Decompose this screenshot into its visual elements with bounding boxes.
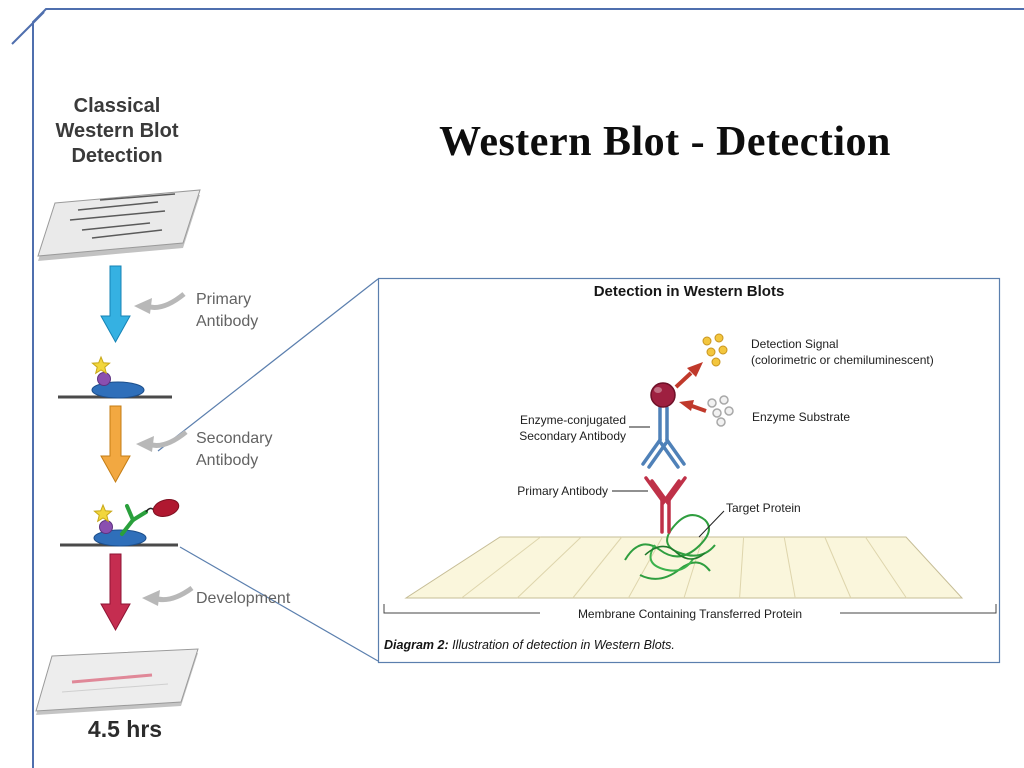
yellow-star-icon	[93, 503, 113, 523]
secondary-antibody-label: Enzyme-conjugated Secondary Antibody	[519, 413, 626, 443]
caption-prefix: Diagram 2:	[384, 638, 449, 652]
classical-title-line: Classical	[73, 95, 161, 117]
enzyme-substrate-label: Enzyme Substrate	[752, 410, 851, 424]
curly-arrow-icon	[142, 585, 194, 606]
blot-sheet-graphic	[37, 189, 201, 261]
detail-box-title: Detection in Western Blots	[593, 283, 785, 300]
development-step-arrow	[100, 553, 131, 632]
detection-signal-label: Detection Signal (colorimetric or chemil…	[751, 337, 934, 367]
callout-lines	[157, 278, 379, 662]
signal-arrow	[674, 362, 703, 389]
developed-blot-graphic	[35, 648, 199, 715]
classical-workflow-title: Classical Western Blot Detection	[28, 94, 206, 169]
primary-antibody-complex	[91, 355, 145, 399]
target-protein-graphic	[624, 514, 716, 580]
curly-arrow-icon	[134, 292, 186, 314]
substrate-arrow	[679, 400, 707, 413]
primary-step-arrow	[100, 265, 131, 344]
duration-label: 4.5 hrs	[87, 716, 163, 742]
protein-band-icon	[71, 673, 153, 684]
classical-title-line: Western Blot	[55, 120, 179, 142]
secondary-antibody-complex	[93, 499, 180, 547]
callout-line-bottom	[179, 546, 379, 662]
yellow-star-icon	[91, 355, 111, 375]
caption-text: Illustration of detection in Western Blo…	[448, 638, 675, 652]
enzyme-ball	[650, 382, 676, 408]
classical-title-line: Detection	[71, 145, 163, 167]
step-label-development: Development	[196, 590, 291, 607]
detection-signal-dots	[702, 333, 728, 367]
diagram-caption: Diagram 2: Illustration of detection in …	[384, 638, 984, 652]
step-label-primary-antibody: Primary Antibody	[196, 291, 259, 330]
enzyme-label-icon	[152, 499, 180, 517]
green-antibody-icon	[120, 504, 148, 536]
membrane-label: Membrane Containing Transferred Protein	[540, 606, 840, 622]
slide-border	[11, 8, 1024, 768]
label-pointer-lines	[612, 426, 725, 538]
primary-antibody-label: Primary Antibody	[517, 484, 608, 498]
curly-arrow-icon	[136, 430, 188, 452]
callout-line-top	[157, 278, 379, 452]
primary-antibody-graphic	[644, 476, 687, 534]
target-protein-label: Target Protein	[726, 501, 801, 515]
step-label-secondary-antibody: Secondary Antibody	[196, 430, 273, 469]
secondary-step-arrow	[100, 405, 131, 484]
enzyme-substrate-dots	[707, 395, 734, 427]
secondary-antibody-graphic	[641, 406, 686, 469]
slide-title: Western Blot - Detection	[439, 119, 891, 165]
